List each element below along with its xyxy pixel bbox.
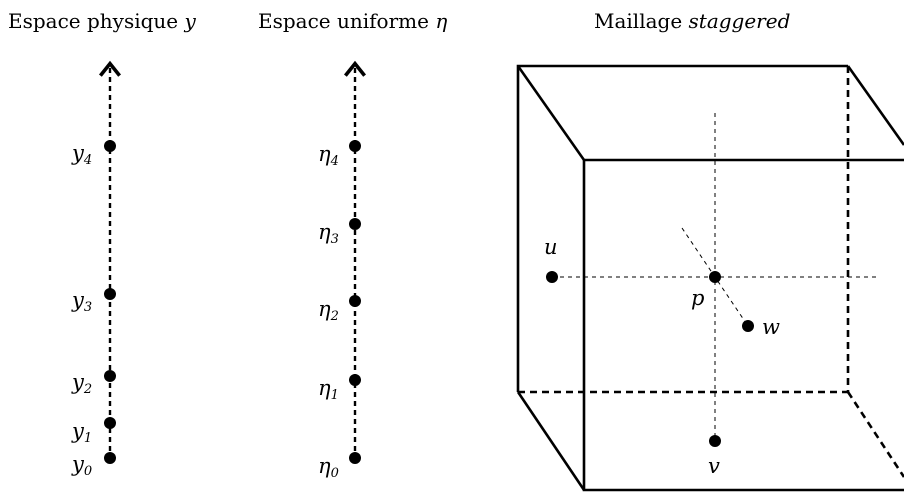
staggered-mesh-cube: u p w v bbox=[516, 64, 904, 492]
label-u: u bbox=[544, 235, 558, 259]
node-y0 bbox=[104, 452, 116, 464]
physical-space-axis: y0 y1 y2 y3 y4 bbox=[71, 60, 122, 479]
cube-edge-bottom-right-hidden bbox=[846, 391, 904, 478]
label-eta0: η0 bbox=[318, 454, 339, 481]
title-staggered-mesh: Maillage staggered bbox=[594, 9, 790, 33]
node-p bbox=[709, 271, 721, 283]
node-w bbox=[742, 320, 754, 332]
cube-edge-top-left bbox=[516, 65, 586, 161]
label-eta2: η2 bbox=[318, 297, 339, 324]
title-physical-space: Espace physique y bbox=[8, 9, 197, 33]
label-eta4: η4 bbox=[318, 142, 339, 169]
label-y1: y1 bbox=[71, 419, 92, 446]
label-y0: y0 bbox=[71, 452, 92, 479]
label-w: w bbox=[762, 315, 780, 339]
label-y2: y2 bbox=[71, 370, 92, 397]
node-y3 bbox=[104, 288, 116, 300]
label-y3: y3 bbox=[71, 288, 92, 315]
node-eta4 bbox=[349, 140, 361, 152]
node-eta1 bbox=[349, 374, 361, 386]
label-p: p bbox=[691, 286, 704, 310]
node-v bbox=[709, 435, 721, 447]
uniform-space-axis: η0 η1 η2 η3 η4 bbox=[318, 60, 367, 481]
node-eta2 bbox=[349, 295, 361, 307]
node-y4 bbox=[104, 140, 116, 152]
title-uniform-space: Espace uniforme η bbox=[258, 9, 447, 33]
label-eta3: η3 bbox=[318, 220, 339, 247]
node-eta3 bbox=[349, 218, 361, 230]
label-eta1: η1 bbox=[318, 376, 339, 403]
label-v: v bbox=[708, 454, 720, 478]
cube-front-face bbox=[582, 158, 904, 492]
node-u bbox=[546, 271, 558, 283]
cube-edge-top-right bbox=[846, 65, 904, 146]
node-eta0 bbox=[349, 452, 361, 464]
label-y4: y4 bbox=[71, 141, 92, 168]
cube-edge-bottom-left bbox=[516, 391, 586, 491]
node-y1 bbox=[104, 417, 116, 429]
node-y2 bbox=[104, 370, 116, 382]
